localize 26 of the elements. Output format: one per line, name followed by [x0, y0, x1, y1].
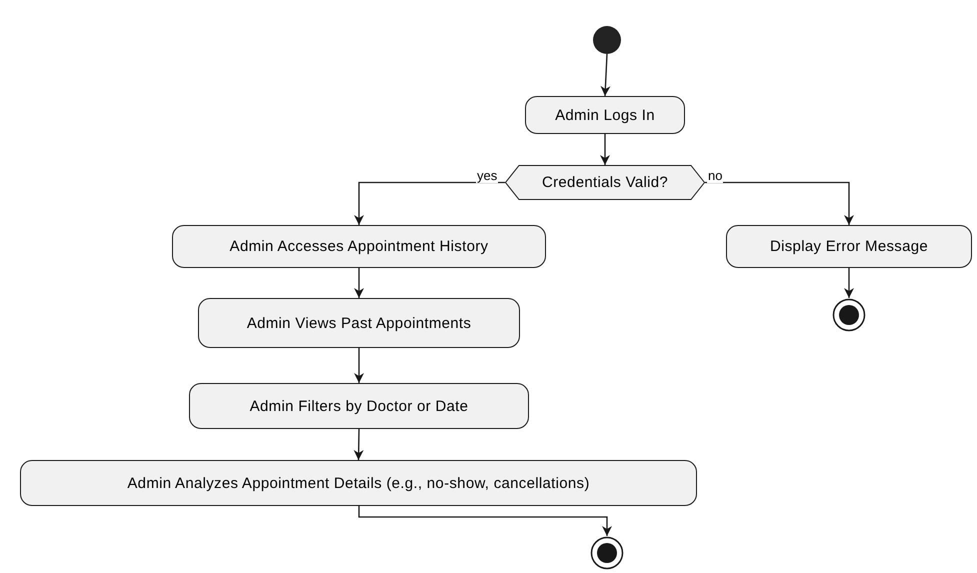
arrow — [600, 54, 610, 96]
arrow — [844, 268, 854, 298]
decision-hexagon — [505, 165, 705, 200]
end-node — [832, 298, 866, 332]
action-text: Admin Views Past Appointments — [246, 314, 472, 332]
action-text: Admin Logs In — [555, 106, 655, 124]
arrow — [354, 348, 364, 383]
arrow — [354, 182, 505, 225]
action-box — [726, 225, 972, 268]
action-box — [189, 383, 529, 429]
start-node — [593, 26, 621, 54]
arrow — [600, 134, 610, 165]
action-box — [172, 225, 546, 268]
arrow — [354, 268, 364, 298]
arrow — [354, 428, 364, 460]
arrow — [705, 182, 854, 225]
action-box — [525, 96, 685, 134]
decision-text: Credentials Valid? — [542, 174, 668, 191]
action-text: Admin Filters by Doctor or Date — [250, 398, 468, 414]
action-text: Admin Accesses Appointment History — [230, 238, 488, 255]
action-text: Display Error Message — [770, 238, 928, 255]
end-node — [590, 536, 624, 570]
action-box — [20, 460, 697, 506]
action-text: Admin Analyzes Appointment Details (e.g., no-show, cancellations) — [127, 474, 590, 492]
arrow — [358, 506, 612, 536]
action-box — [198, 298, 520, 348]
